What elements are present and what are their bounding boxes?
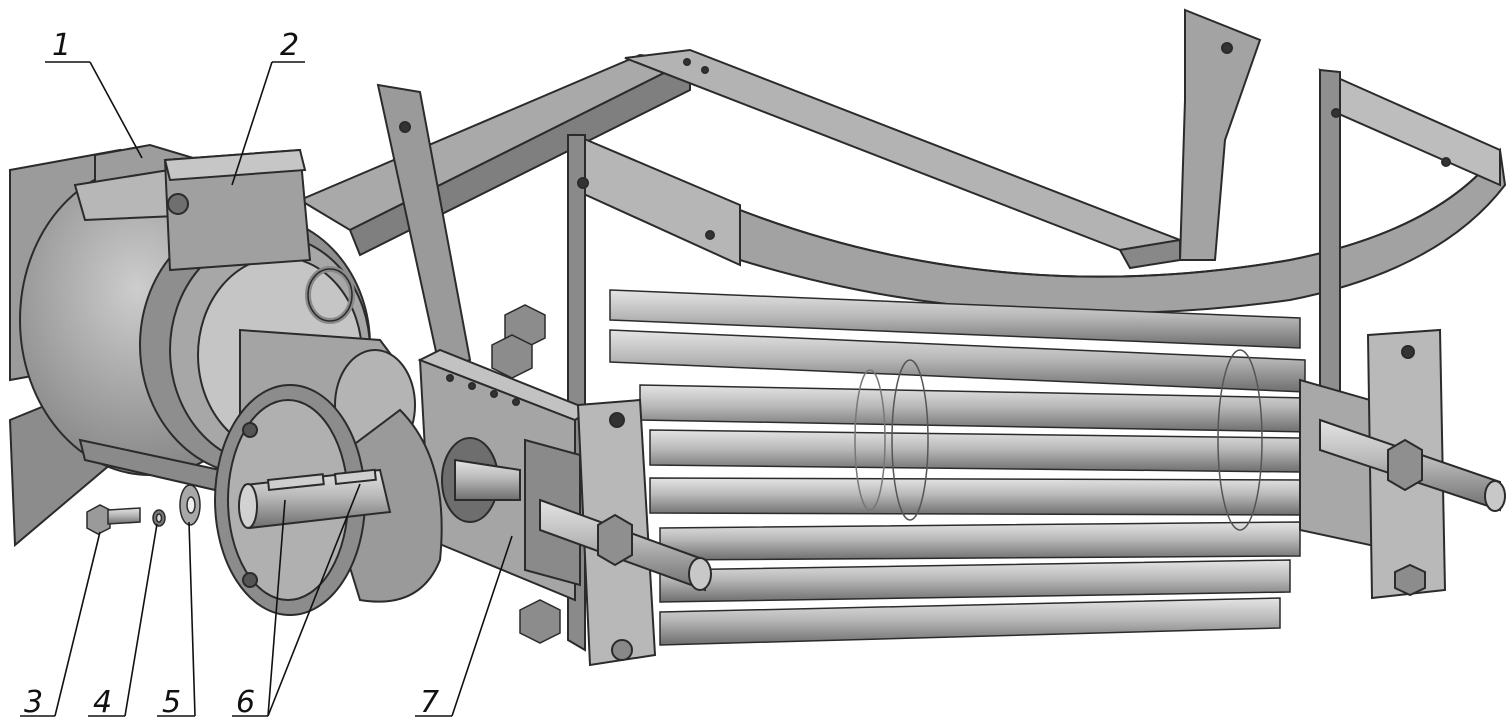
frame — [8, 8, 1507, 652]
callout-5: 5 — [162, 685, 181, 720]
fasteners — [86, 484, 201, 535]
separator-rollers — [491, 289, 1311, 646]
callout-4: 4 — [93, 685, 112, 720]
callout-7: 7 — [420, 685, 439, 720]
right-end-plate — [1299, 328, 1506, 600]
callout-6: 6 — [236, 685, 255, 720]
front-end-plate — [417, 348, 712, 667]
callout-2: 2 — [280, 28, 299, 63]
motor-housing — [19, 143, 443, 616]
callout-3: 3 — [24, 685, 43, 720]
leader-lines — [20, 61, 513, 717]
callout-1: 1 — [52, 28, 71, 63]
